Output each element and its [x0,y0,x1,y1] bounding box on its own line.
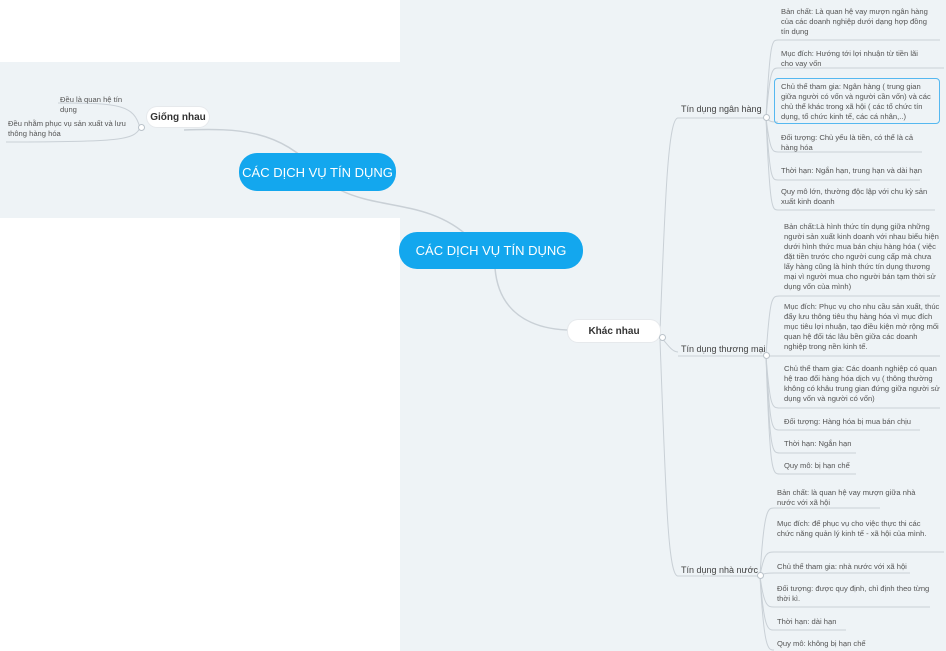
central-topic-secondary[interactable]: CÁC DỊCH VỤ TÍN DỤNG [239,153,396,191]
collapse-toggle-icon[interactable] [138,124,145,131]
leaf-node[interactable]: Chủ thể tham gia: Các doanh nghiệp có qu… [784,364,940,403]
collapse-toggle-icon[interactable] [659,334,666,341]
leaf-node[interactable]: Đối tượng: Chủ yếu là tiền, có thể là cả… [781,133,914,152]
leaf-node[interactable]: Bản chất:Là hình thức tín dụng giữa nhữn… [784,222,939,291]
leaf-node[interactable]: Bản chất: Là quan hệ vay mượn ngân hàng … [781,7,928,36]
selection-frame [774,78,940,124]
similarity-item: Đều nhằm phục vụ sản xuất và lưu thông h… [8,119,126,138]
branch-state-credit[interactable]: Tín dụng nhà nước [681,565,758,575]
similarity-item: Đều là quan hệ tín dụng [60,95,123,114]
map-canvas [400,0,946,651]
overview-panel [0,62,410,218]
leaf-node-selected[interactable]: Chủ thể tham gia: Ngân hàng ( trung gian… [781,82,931,121]
leaf-node[interactable]: Thời hạn: dài hạn [777,617,837,626]
branch-commercial-credit[interactable]: Tín dụng thương mại [681,344,766,354]
leaf-node[interactable]: Mục đích: Phục vụ cho nhu cầu sản xuất, … [784,302,940,351]
leaf-node[interactable]: Quy mô lớn, thường độc lập với chu kỳ sả… [781,187,928,206]
leaf-node[interactable]: Thời hạn: Ngắn hạn [784,439,852,448]
leaf-node[interactable]: Quy mô: không bị hạn chế [777,639,866,648]
collapse-toggle-icon[interactable] [757,572,764,579]
leaf-node[interactable]: Mục đích: Hướng tới lợi nhuận từ tiền lã… [781,49,918,68]
leaf-node[interactable]: Mục đích: để phục vụ cho việc thực thi c… [777,519,927,538]
leaf-node[interactable]: Đối tượng: được quy định, chỉ định theo … [777,584,930,603]
leaf-node[interactable]: Thời hạn: Ngắn hạn, trung hạn và dài hạn [781,166,922,175]
central-topic[interactable]: CÁC DỊCH VỤ TÍN DỤNG [399,232,583,269]
collapse-toggle-icon[interactable] [763,114,770,121]
leaf-node[interactable]: Đối tượng: Hàng hóa bị mua bán chịu [784,417,911,426]
leaf-node[interactable]: Bản chất: là quan hệ vay mượn giữa nhà n… [777,488,916,507]
collapse-toggle-icon[interactable] [763,352,770,359]
branch-bank-credit[interactable]: Tín dụng ngân hàng [681,104,762,114]
topic-different[interactable]: Khác nhau [568,320,660,342]
leaf-node[interactable]: Quy mô: bị hạn chế [784,461,850,470]
topic-similar[interactable]: Giống nhau [147,107,209,127]
leaf-node[interactable]: Chủ thể tham gia: nhà nước với xã hội [777,562,907,571]
